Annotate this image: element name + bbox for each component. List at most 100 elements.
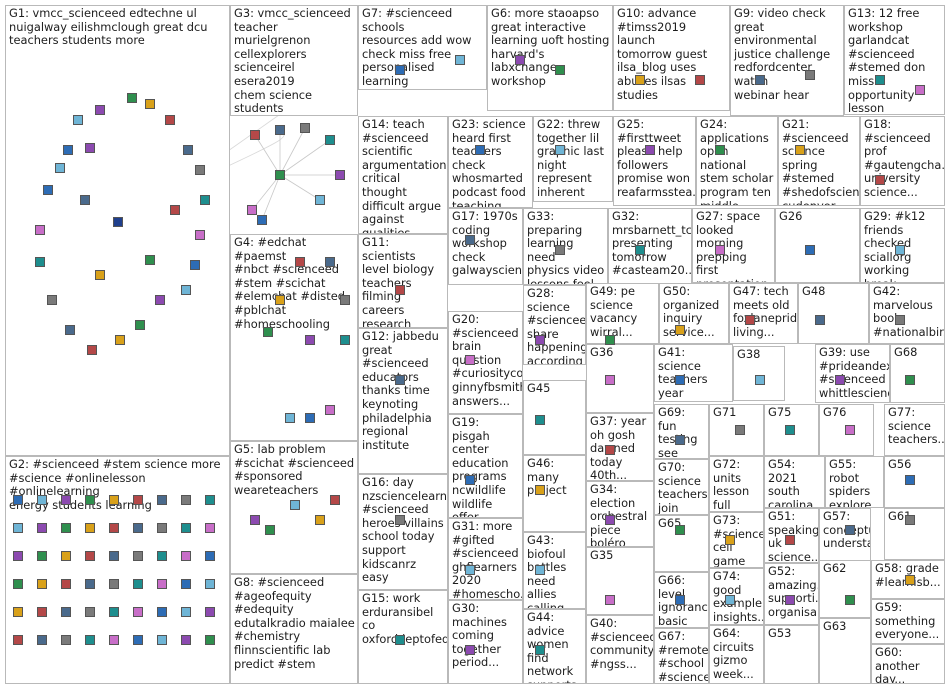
node [305,335,315,345]
group-label: G20: #scienceed brain question #curiosit… [452,313,520,408]
group-label: G9: video check great environmental just… [734,7,841,102]
node [63,145,73,155]
node [735,425,745,435]
group-label: G59: something everyone... [875,601,942,642]
node [145,255,155,265]
group-g50: G50: organized inquiry service... [659,283,729,344]
node [555,65,565,75]
node [250,515,260,525]
group-g9: G9: video check great environmental just… [730,5,844,116]
node [325,257,335,267]
group-label: G8: #scienceed #ageofequity #edequity ed… [234,576,355,671]
group-g68: G68 [890,344,945,403]
group-g59: G59: something everyone... [871,599,945,644]
node [181,607,191,617]
group-label: G5: lab problem #scichat #scienceed #spo… [234,443,355,497]
node [133,579,143,589]
node [157,523,167,533]
node [845,425,855,435]
node [675,435,685,445]
group-g60: G60: another day... [871,644,945,684]
group-g53: G53 [764,625,819,684]
node [183,145,193,155]
group-label: G62 [823,562,868,576]
node [715,145,725,155]
group-g47: G47: tech meets old foxlanepride living.… [729,283,798,344]
group-g54: G54: 2021 south carolina... [764,456,825,508]
node [181,635,191,645]
node [13,551,23,561]
node [605,335,615,345]
node [61,551,71,561]
group-g49: G49: pe science vacancy wirral... [586,283,659,344]
node [395,65,405,75]
node [13,635,23,645]
group-g23: G23: science heard first teachers check … [448,116,533,208]
group-g52: G52: amazing... supporti... organisa... [764,563,819,625]
node [205,635,215,645]
node [133,495,143,505]
group-g30: G30: machines coming together period... [448,600,523,684]
group-label: G41: science teachers year photosynthes.… [658,346,730,402]
group-g19: G19: pisgah center education programs nc… [448,414,523,518]
group-label: G50: organized inquiry service... [663,285,726,339]
node [263,327,273,337]
node [37,523,47,533]
node [61,495,71,505]
node [47,295,57,305]
group-g11: G11: scientists level biology teachers f… [358,234,448,328]
node [109,495,119,505]
node [170,205,180,215]
node [300,123,310,133]
group-label: G77: science teachers... [888,406,942,447]
node [127,93,137,103]
node [905,475,915,485]
group-label: G48 [802,285,866,299]
node [157,495,167,505]
node [157,635,167,645]
group-g63: G63 [819,618,871,684]
group-label: G71 [713,406,761,420]
node [37,607,47,617]
node [61,635,71,645]
node [37,495,47,505]
group-g18: G18: #scienceed prof #gautengcha... univ… [860,116,945,206]
node [305,413,315,423]
node [805,245,815,255]
group-label: G63 [823,620,868,634]
node [95,105,105,115]
group-g31: G31: more #gifted #scienceed ghflearners… [448,518,523,600]
node [200,195,210,205]
node [181,579,191,589]
node [205,607,215,617]
group-label: G69: fun testing see material... [658,406,706,459]
node [109,551,119,561]
edge [280,140,330,175]
group-g43: G43: biofoul battles need allies calling… [523,532,586,609]
group-label: G61 [888,510,942,524]
group-label: G27: space looked morning prepping first… [696,210,772,283]
group-g32: G32: mrsbarnett_tc... presenting tomorro… [608,208,692,285]
group-g44: G44: advice women find network supports.… [523,609,586,684]
node [895,245,905,255]
node [109,523,119,533]
node [395,285,405,295]
node [675,375,685,385]
node [785,535,795,545]
node [395,515,405,525]
group-g70: G70: science teachers join 30th... [654,459,709,515]
group-label: G42: marvelous book #nationalbir... [873,285,942,339]
group-g27: G27: space looked morning prepping first… [692,208,775,283]
node [13,579,23,589]
node [785,595,795,605]
group-g62: G62 [819,560,871,618]
node [475,145,485,155]
node [13,523,23,533]
group-g26: G26 [775,208,860,283]
node [205,551,215,561]
node [85,607,95,617]
node [35,257,45,267]
node [275,170,285,180]
node [535,415,545,425]
